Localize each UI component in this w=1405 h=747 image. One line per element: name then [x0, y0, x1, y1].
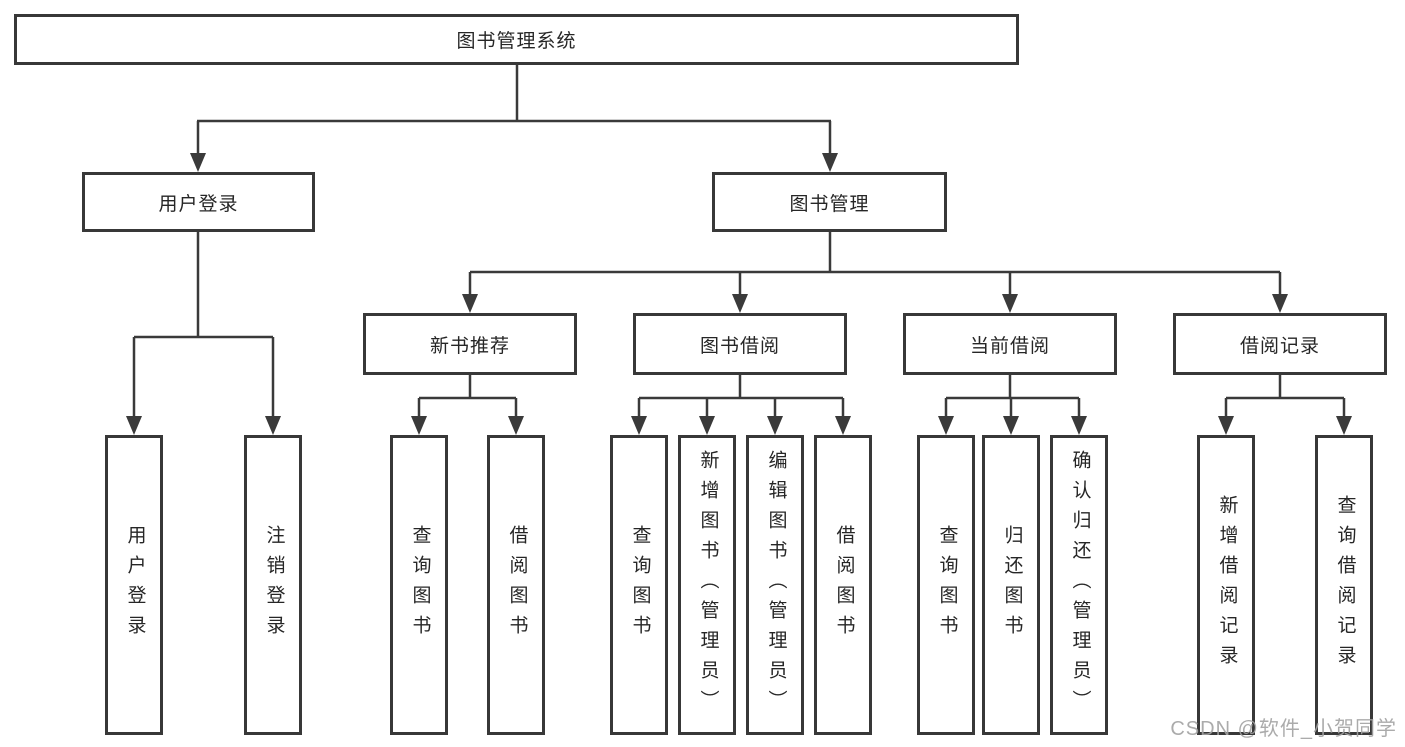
node-leaf-user-login: 用户登录 — [105, 435, 163, 735]
node-label: 用户登录 — [158, 193, 239, 215]
node-label: 查询图书 — [629, 525, 651, 645]
node-label: 图书管理 — [789, 193, 870, 215]
node-label: 注销登录 — [263, 525, 285, 645]
connector-root-to-level2 — [190, 64, 838, 172]
node-label: 借阅图书 — [506, 525, 528, 645]
node-leaf-edit-books-admin: 编辑图书（管理员） — [746, 435, 804, 735]
node-label: 用户登录 — [124, 525, 146, 645]
node-leaf-logout: 注销登录 — [244, 435, 302, 735]
node-leaf-query-books-current: 查询图书 — [917, 435, 975, 735]
node-label: 借阅图书 — [833, 525, 855, 645]
node-new-book-recommend: 新书推荐 — [363, 313, 577, 375]
connector-user-login-to-leaves — [126, 232, 281, 435]
node-label: 新书推荐 — [429, 335, 510, 357]
node-leaf-query-books-borrow: 查询图书 — [610, 435, 668, 735]
node-borrow-record: 借阅记录 — [1173, 313, 1387, 375]
node-label: 查询借阅记录 — [1334, 495, 1356, 675]
node-root-system: 图书管理系统 — [14, 14, 1019, 65]
node-book-borrow: 图书借阅 — [633, 313, 847, 375]
node-label: 查询图书 — [936, 525, 958, 645]
node-label: 归还图书 — [1001, 525, 1023, 645]
node-leaf-borrow-books: 借阅图书 — [814, 435, 872, 735]
connector-book-borrow-to-leaves — [631, 375, 851, 435]
node-label: 借阅记录 — [1239, 335, 1320, 357]
node-leaf-add-borrow-record: 新增借阅记录 — [1197, 435, 1255, 735]
node-label: 编辑图书（管理员） — [765, 450, 787, 720]
node-label: 确认归还（管理员） — [1069, 450, 1091, 720]
connector-new-book-rec-to-leaves — [411, 375, 524, 435]
node-book-management: 图书管理 — [712, 172, 947, 232]
node-label: 查询图书 — [409, 525, 431, 645]
connector-current-borrow-to-leaves — [938, 375, 1087, 435]
connector-book-mgmt-to-level3 — [462, 232, 1288, 313]
node-leaf-query-books-newrec: 查询图书 — [390, 435, 448, 735]
csdn-watermark: CSDN @软件_小贺同学 — [1170, 718, 1397, 740]
connector-borrow-record-to-leaves — [1218, 375, 1352, 435]
node-label: 当前借阅 — [969, 335, 1050, 357]
node-leaf-return-books: 归还图书 — [982, 435, 1040, 735]
node-leaf-borrow-books-newrec: 借阅图书 — [487, 435, 545, 735]
node-leaf-confirm-return-admin: 确认归还（管理员） — [1050, 435, 1108, 735]
node-label: 图书借阅 — [699, 335, 780, 357]
node-label: 新增图书（管理员） — [697, 450, 719, 720]
node-leaf-add-books-admin: 新增图书（管理员） — [678, 435, 736, 735]
node-leaf-query-borrow-record: 查询借阅记录 — [1315, 435, 1373, 735]
node-user-login: 用户登录 — [82, 172, 315, 232]
node-label: 图书管理系统 — [456, 31, 577, 52]
node-label: 新增借阅记录 — [1216, 495, 1238, 675]
node-current-borrow: 当前借阅 — [903, 313, 1117, 375]
